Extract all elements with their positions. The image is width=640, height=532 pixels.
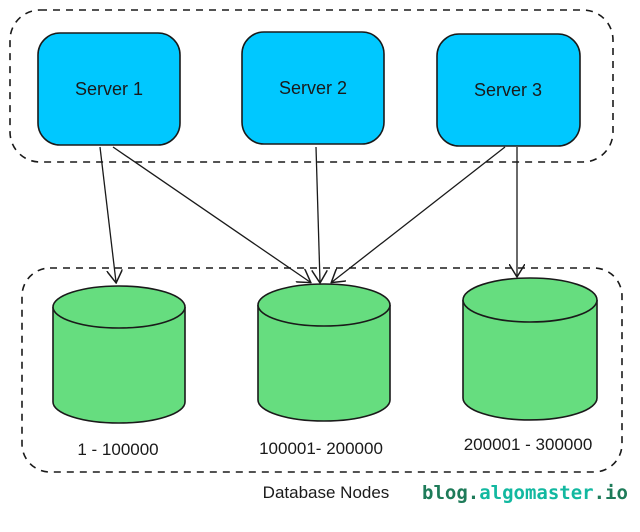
arrow-server3-db2 [332,146,506,282]
server-3-label: Server 3 [474,80,542,100]
server-1: Server 1 [37,32,181,146]
brand-part-3: .io [594,482,628,504]
server-3-box [436,33,581,147]
database-1: 1 - 100000 [52,285,186,459]
database-3-top [462,277,598,323]
database-2: 100001- 200000 [257,283,391,458]
server-2-box [241,31,385,145]
server-1-label: Server 1 [75,79,143,99]
database-2-range: 100001- 200000 [259,439,383,458]
server-3: Server 3 [436,33,581,147]
database-3-body [462,300,598,421]
server-2-label: Server 2 [279,78,347,98]
database-3-range: 200001 - 300000 [464,435,593,454]
server-1-box [37,32,181,146]
server-2: Server 2 [241,31,385,145]
database-2-top [257,283,391,327]
arrow-server1-db2 [112,146,310,282]
database-1-range: 1 - 100000 [77,440,158,459]
database-2-body [257,305,391,422]
brand-logo: blog.algomaster.io [422,482,628,504]
database-3: 200001 - 300000 [462,277,598,454]
brand-part-1: blog. [422,482,479,504]
database-1-top [52,285,186,329]
arrow-server2-db2 [316,146,320,282]
arrow-server1-db1 [99,146,116,282]
server-group-border [9,9,614,163]
database-1-body [52,307,186,424]
connection-arrows [99,146,517,282]
database-nodes-caption: Database Nodes [263,483,390,502]
brand-part-2: algomaster [479,482,593,504]
